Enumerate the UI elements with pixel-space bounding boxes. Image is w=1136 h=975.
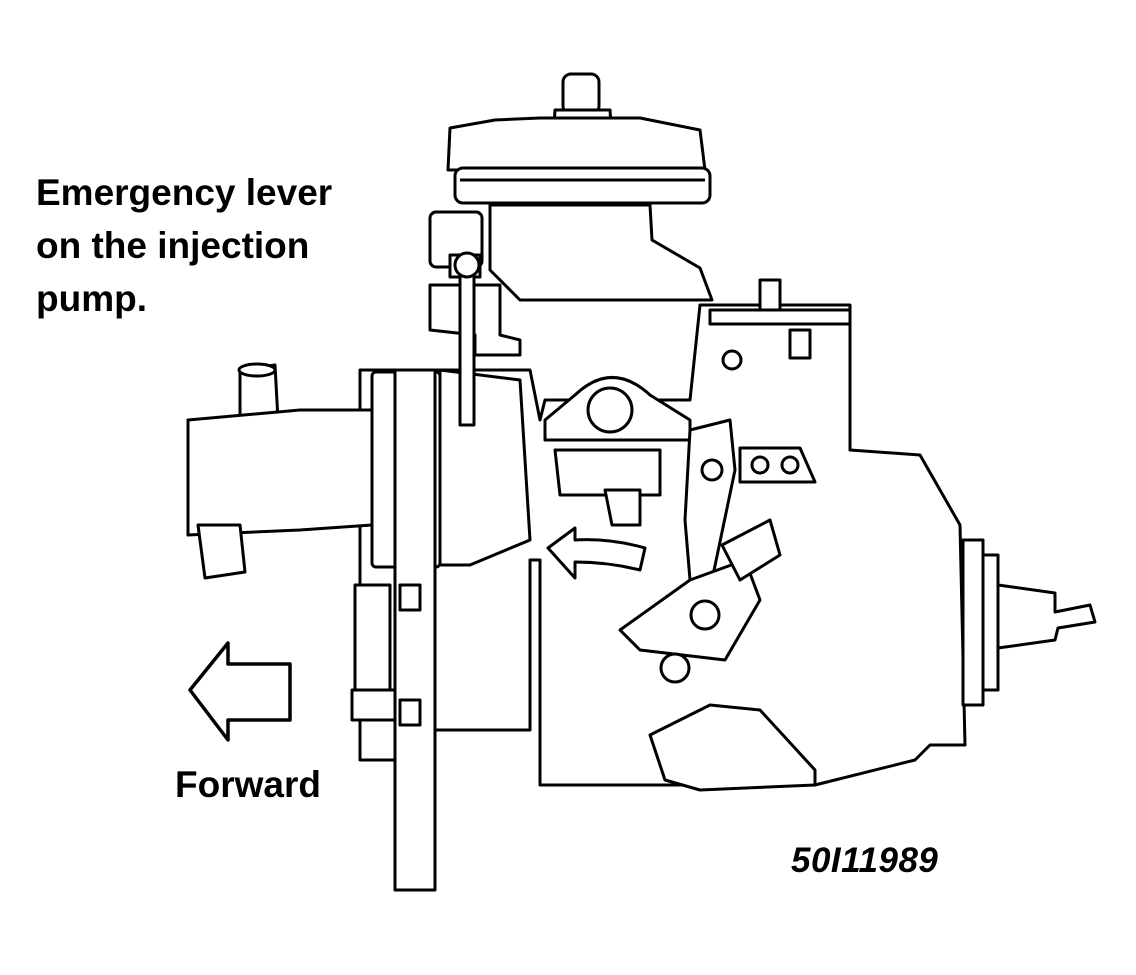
emergency-lever-rod	[453, 251, 481, 427]
top-cover	[446, 72, 714, 302]
callout-line-1: Emergency lever	[36, 172, 333, 213]
forward-label: Forward	[175, 764, 321, 805]
linkage-bracket	[708, 278, 852, 484]
rotation-arrow-icon	[546, 526, 647, 580]
drive-shaft	[961, 538, 1097, 707]
callout-line-2: on the injection	[36, 225, 310, 266]
callout-line-3: pump.	[36, 278, 147, 319]
emergency-lever-callout: Emergency lever on the injection pump.	[36, 166, 332, 325]
figure-id: 50I11989	[791, 841, 939, 880]
inlet-fitting	[186, 362, 374, 580]
forward-arrow-icon	[188, 641, 292, 742]
control-lever	[618, 418, 782, 684]
cam-housing	[543, 376, 692, 527]
lower-plate	[648, 703, 817, 792]
